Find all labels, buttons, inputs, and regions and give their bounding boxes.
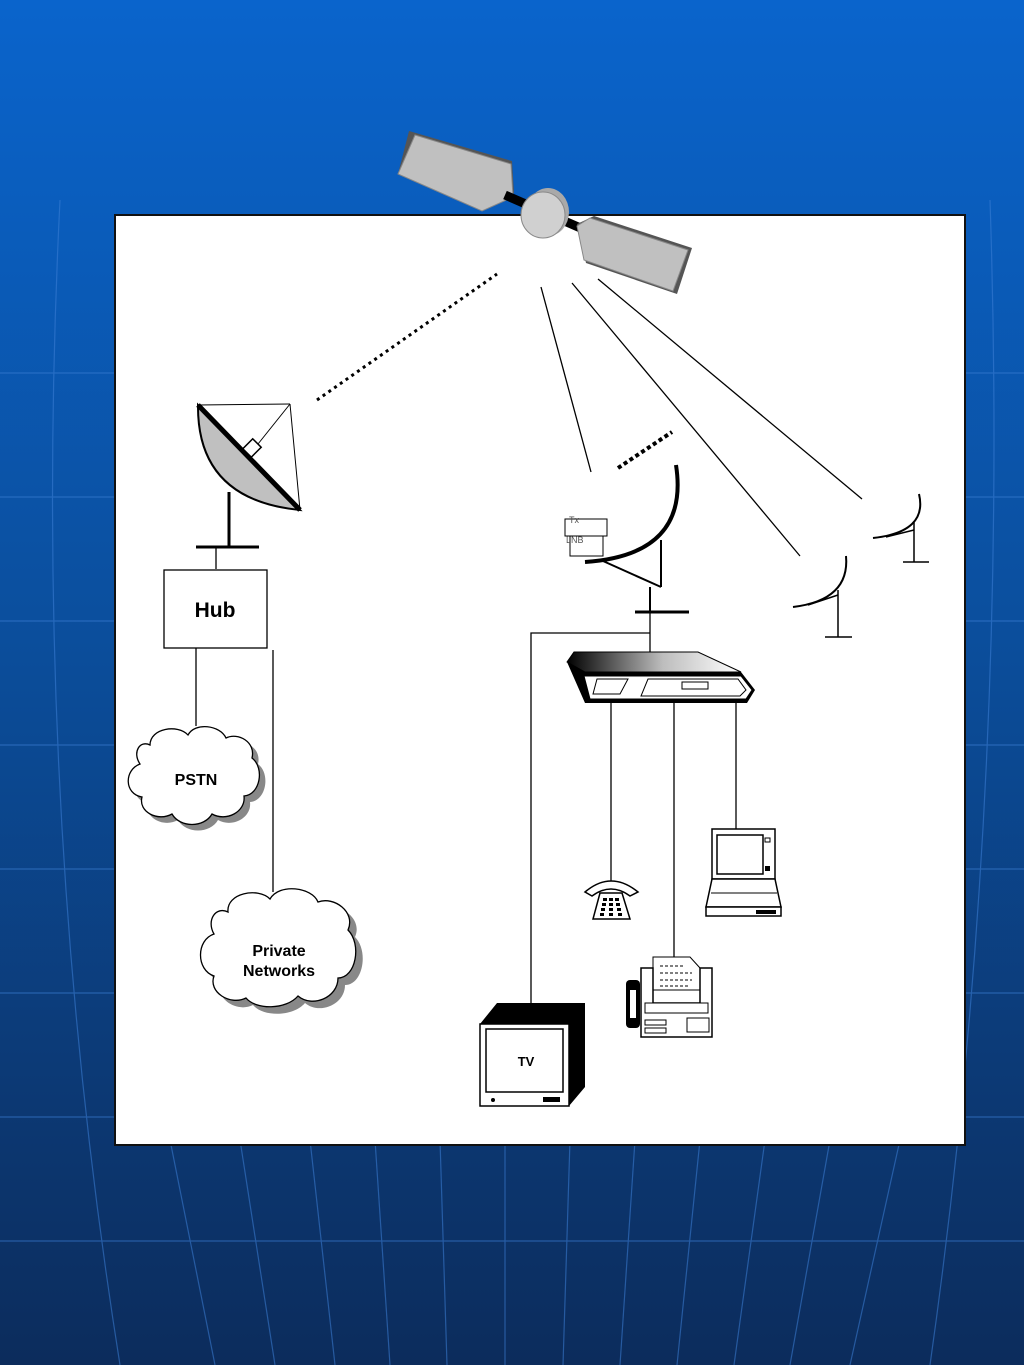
- lnb-label: LNB: [566, 535, 584, 545]
- hub-link-dotted: [316, 272, 498, 402]
- private-networks-label-line1: Private: [252, 943, 305, 960]
- hub-box: Hub: [163, 569, 268, 649]
- cloud-icon: [200, 888, 363, 1014]
- tv-label: TV: [518, 1054, 535, 1069]
- vsat-dish-icon: Tx LNB: [564, 464, 689, 633]
- telephone-icon: [583, 880, 640, 920]
- pstn-cloud: PSTN: [127, 726, 266, 831]
- remote-dish-icon: [872, 493, 929, 563]
- fax-icon: [626, 956, 713, 1038]
- pstn-label: PSTN: [175, 772, 218, 789]
- private-networks-label-line2: Networks: [243, 963, 315, 980]
- vsat-link-dotted: [616, 430, 674, 470]
- hub-label: Hub: [195, 599, 236, 622]
- remote-link-1: [571, 282, 801, 557]
- tv-icon: TV: [479, 1003, 585, 1107]
- hub-dish-icon: [196, 402, 303, 569]
- modem-icon: [566, 651, 755, 703]
- laptop-icon: [705, 828, 782, 917]
- lnb-unit: [569, 535, 604, 557]
- remote-link-2: [597, 278, 863, 500]
- cloud-icon: [127, 726, 266, 831]
- tx-label: Tx: [569, 515, 579, 525]
- remote-dish-icon: [792, 555, 852, 638]
- vsat-link: [540, 286, 592, 473]
- private-networks-cloud: Private Networks: [200, 888, 363, 1014]
- satellite-links: [316, 272, 863, 557]
- dish-tv-line: [530, 632, 650, 1004]
- satellite-icon: [397, 131, 692, 294]
